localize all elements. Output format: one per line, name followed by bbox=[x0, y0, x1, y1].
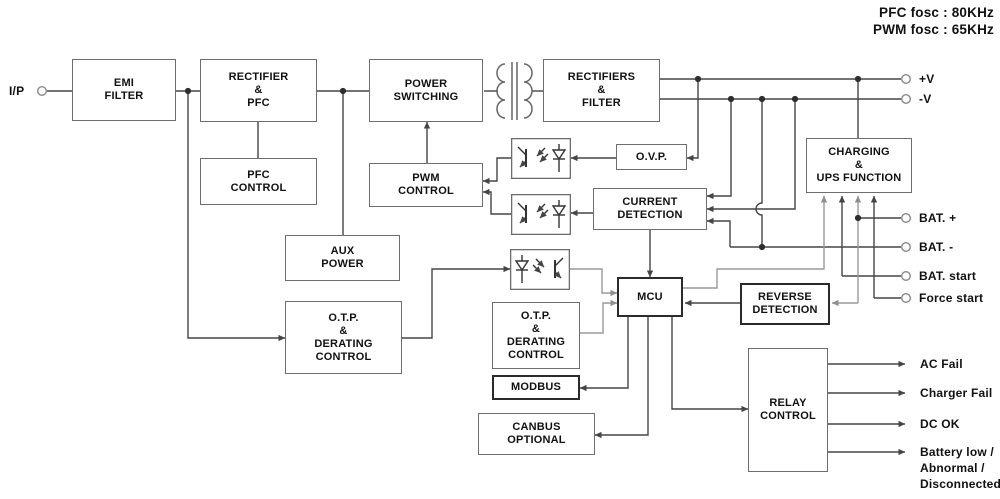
wire-with-hop bbox=[755, 99, 763, 247]
block-canbus: CANBUS OPTIONAL bbox=[478, 413, 595, 455]
terminal-force-start bbox=[901, 293, 912, 304]
relay-label-battery-low: Battery low / Abnormal / Disconnected bbox=[920, 445, 1000, 491]
block-mcu: MCU bbox=[617, 277, 683, 317]
block-reverse-detection: REVERSE DETECTION bbox=[740, 283, 830, 325]
block-otp-derating-left: O.T.P. & DERATING CONTROL bbox=[285, 301, 402, 374]
pfc-fosc-text: PFC fosc : 80KHz bbox=[879, 5, 994, 20]
block-rectifiers-filter: RECTIFIERS & FILTER bbox=[543, 59, 660, 122]
pwm-fosc-text: PWM fosc : 65KHz bbox=[873, 22, 994, 37]
terminal-bat-start bbox=[901, 271, 912, 282]
terminal-plus-v bbox=[901, 73, 912, 84]
block-emi-filter: EMI FILTER bbox=[72, 59, 176, 121]
output-label-plus-v: +V bbox=[919, 72, 935, 86]
input-label: I/P bbox=[9, 84, 25, 98]
block-charging-ups: CHARGING & UPS FUNCTION bbox=[806, 138, 912, 193]
relay-label-charger-fail: Charger Fail bbox=[920, 386, 993, 400]
output-label-bat-minus: BAT. - bbox=[919, 240, 954, 254]
wires-secondary bbox=[570, 195, 862, 334]
block-pfc-control: PFC CONTROL bbox=[200, 158, 317, 205]
block-modbus: MODBUS bbox=[492, 375, 580, 400]
fosc-annotation: PFC fosc : 80KHz PWM fosc : 65KHz bbox=[873, 4, 994, 38]
terminals bbox=[37, 73, 912, 304]
block-ovp: O.V.P. bbox=[616, 144, 687, 170]
output-label-bat-start: BAT. start bbox=[919, 269, 977, 283]
output-label-force-start: Force start bbox=[919, 291, 984, 305]
block-rectifier-pfc: RECTIFIER & PFC bbox=[200, 59, 317, 122]
junction-dots bbox=[184, 75, 862, 251]
relay-label-dc-ok: DC OK bbox=[920, 417, 960, 431]
optocoupler-icon-3 bbox=[511, 250, 570, 290]
output-label-minus-v: -V bbox=[919, 92, 932, 106]
transformer-icon bbox=[496, 62, 533, 120]
optocoupler-icon-2 bbox=[512, 195, 571, 235]
terminal-bat-minus bbox=[901, 241, 912, 252]
optocoupler-icon-1 bbox=[512, 139, 571, 179]
relay-label-ac-fail: AC Fail bbox=[920, 357, 963, 371]
block-otp-derating-mid: O.T.P. & DERATING CONTROL bbox=[492, 302, 580, 369]
block-pwm-control: PWM CONTROL bbox=[369, 163, 483, 207]
terminal-minus-v bbox=[901, 93, 912, 104]
block-aux-power: AUX POWER bbox=[285, 235, 400, 281]
terminal-ip bbox=[37, 85, 48, 96]
terminal-bat-plus bbox=[901, 212, 912, 223]
block-relay-control: RELAY CONTROL bbox=[748, 348, 828, 472]
output-label-bat-plus: BAT. + bbox=[919, 211, 957, 225]
block-power-switching: POWER SWITCHING bbox=[369, 59, 483, 122]
block-current-detection: CURRENT DETECTION bbox=[593, 188, 707, 230]
